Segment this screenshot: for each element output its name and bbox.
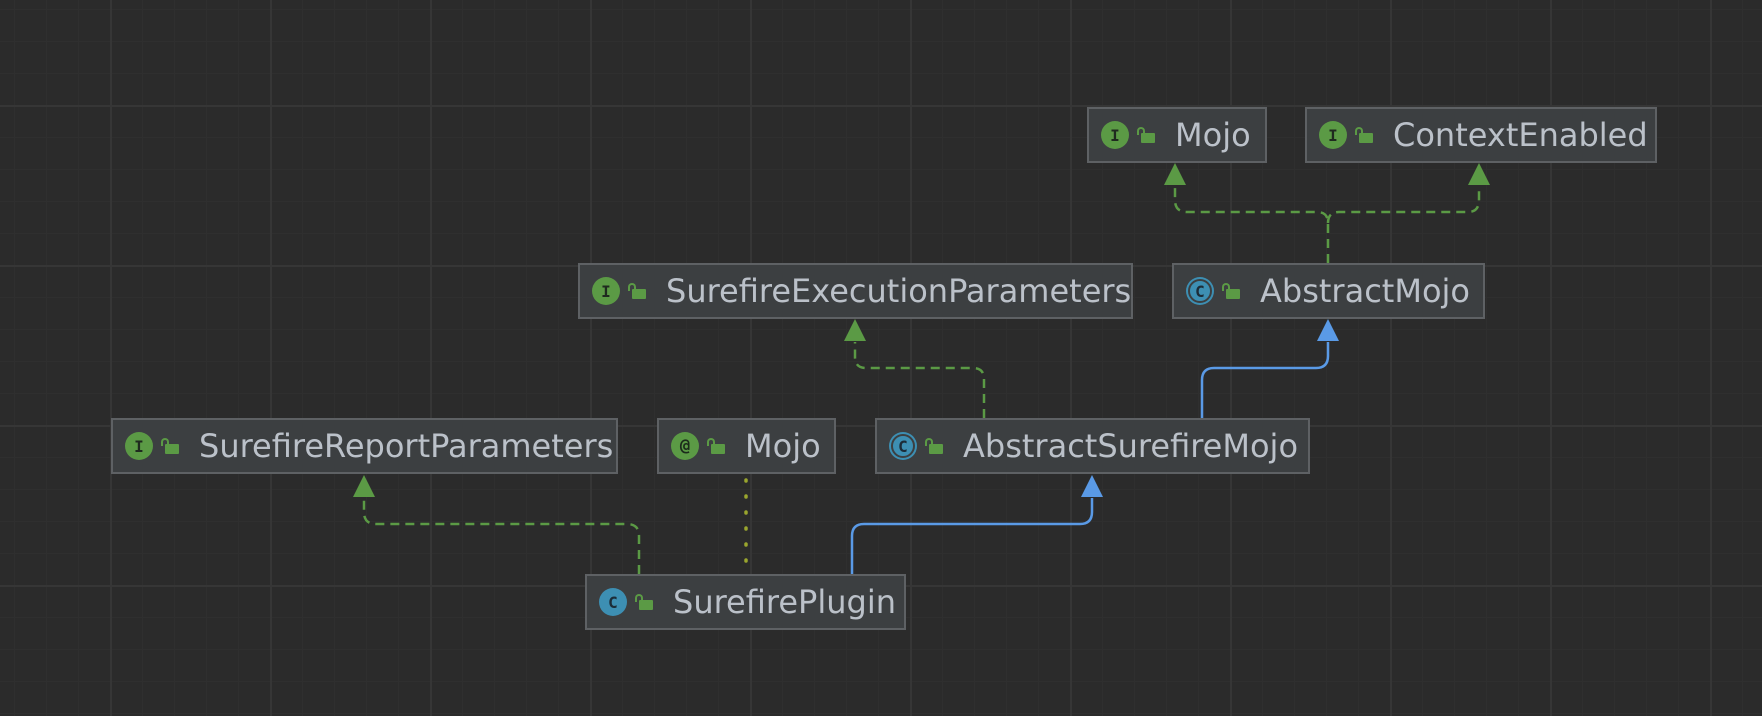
node-name: AbstractSurefireMojo [963,427,1299,465]
node-surefire-execution-parameters[interactable]: I SurefireExecutionParameters [578,263,1133,319]
arrowhead-abstractsurefiremojo [1081,475,1103,497]
class-badge-icon: C [599,588,627,616]
public-lock-icon [161,438,179,454]
node-name: SurefireExecutionParameters [666,272,1132,310]
abstract-class-badge-icon: C [889,432,917,460]
node-abstract-mojo[interactable]: C AbstractMojo [1172,263,1485,319]
edge-surefireplugin-to-abstractsurefiremojo [850,498,1094,574]
node-abstract-surefire-mojo[interactable]: C AbstractSurefireMojo [875,418,1310,474]
edge-abstractmojo-to-contextenabled [1326,187,1481,224]
arrowhead-surefirereportparameters [353,475,375,497]
public-lock-icon [1355,127,1373,143]
node-name: SurefirePlugin [673,583,896,621]
node-name: Mojo [1175,116,1251,154]
public-lock-icon [1137,127,1155,143]
interface-badge-icon: I [125,432,153,460]
arrowhead-surefireexecutionparameters [844,319,866,341]
abstract-class-badge-icon: C [1186,277,1214,305]
edge-abstractmojo-to-mojo [1173,187,1330,263]
edge-surefireplugin-to-surefirereportparameters [362,498,641,574]
interface-badge-icon: I [1319,121,1347,149]
node-name: AbstractMojo [1260,272,1470,310]
arrowhead-contextenabled [1468,163,1490,185]
node-mojo-annotation[interactable]: @ Mojo [657,418,836,474]
arrowhead-mojo [1164,163,1186,185]
public-lock-icon [707,438,725,454]
edge-abstractsurefiremojo-to-abstractmojo [1200,342,1330,418]
node-context-enabled[interactable]: I ContextEnabled [1305,107,1657,163]
node-surefire-report-parameters[interactable]: I SurefireReportParameters [111,418,618,474]
node-name: ContextEnabled [1393,116,1648,154]
public-lock-icon [635,594,653,610]
node-mojo-interface[interactable]: I Mojo [1087,107,1267,163]
edge-abstractsurefiremojo-to-surefireexecutionparameters [853,342,986,418]
arrowhead-abstractmojo [1317,319,1339,341]
node-surefire-plugin[interactable]: C SurefirePlugin [585,574,906,630]
interface-badge-icon: I [1101,121,1129,149]
public-lock-icon [925,438,943,454]
public-lock-icon [1222,283,1240,299]
public-lock-icon [628,283,646,299]
node-name: Mojo [745,427,821,465]
annotation-badge-icon: @ [671,432,699,460]
interface-badge-icon: I [592,277,620,305]
node-name: SurefireReportParameters [199,427,614,465]
